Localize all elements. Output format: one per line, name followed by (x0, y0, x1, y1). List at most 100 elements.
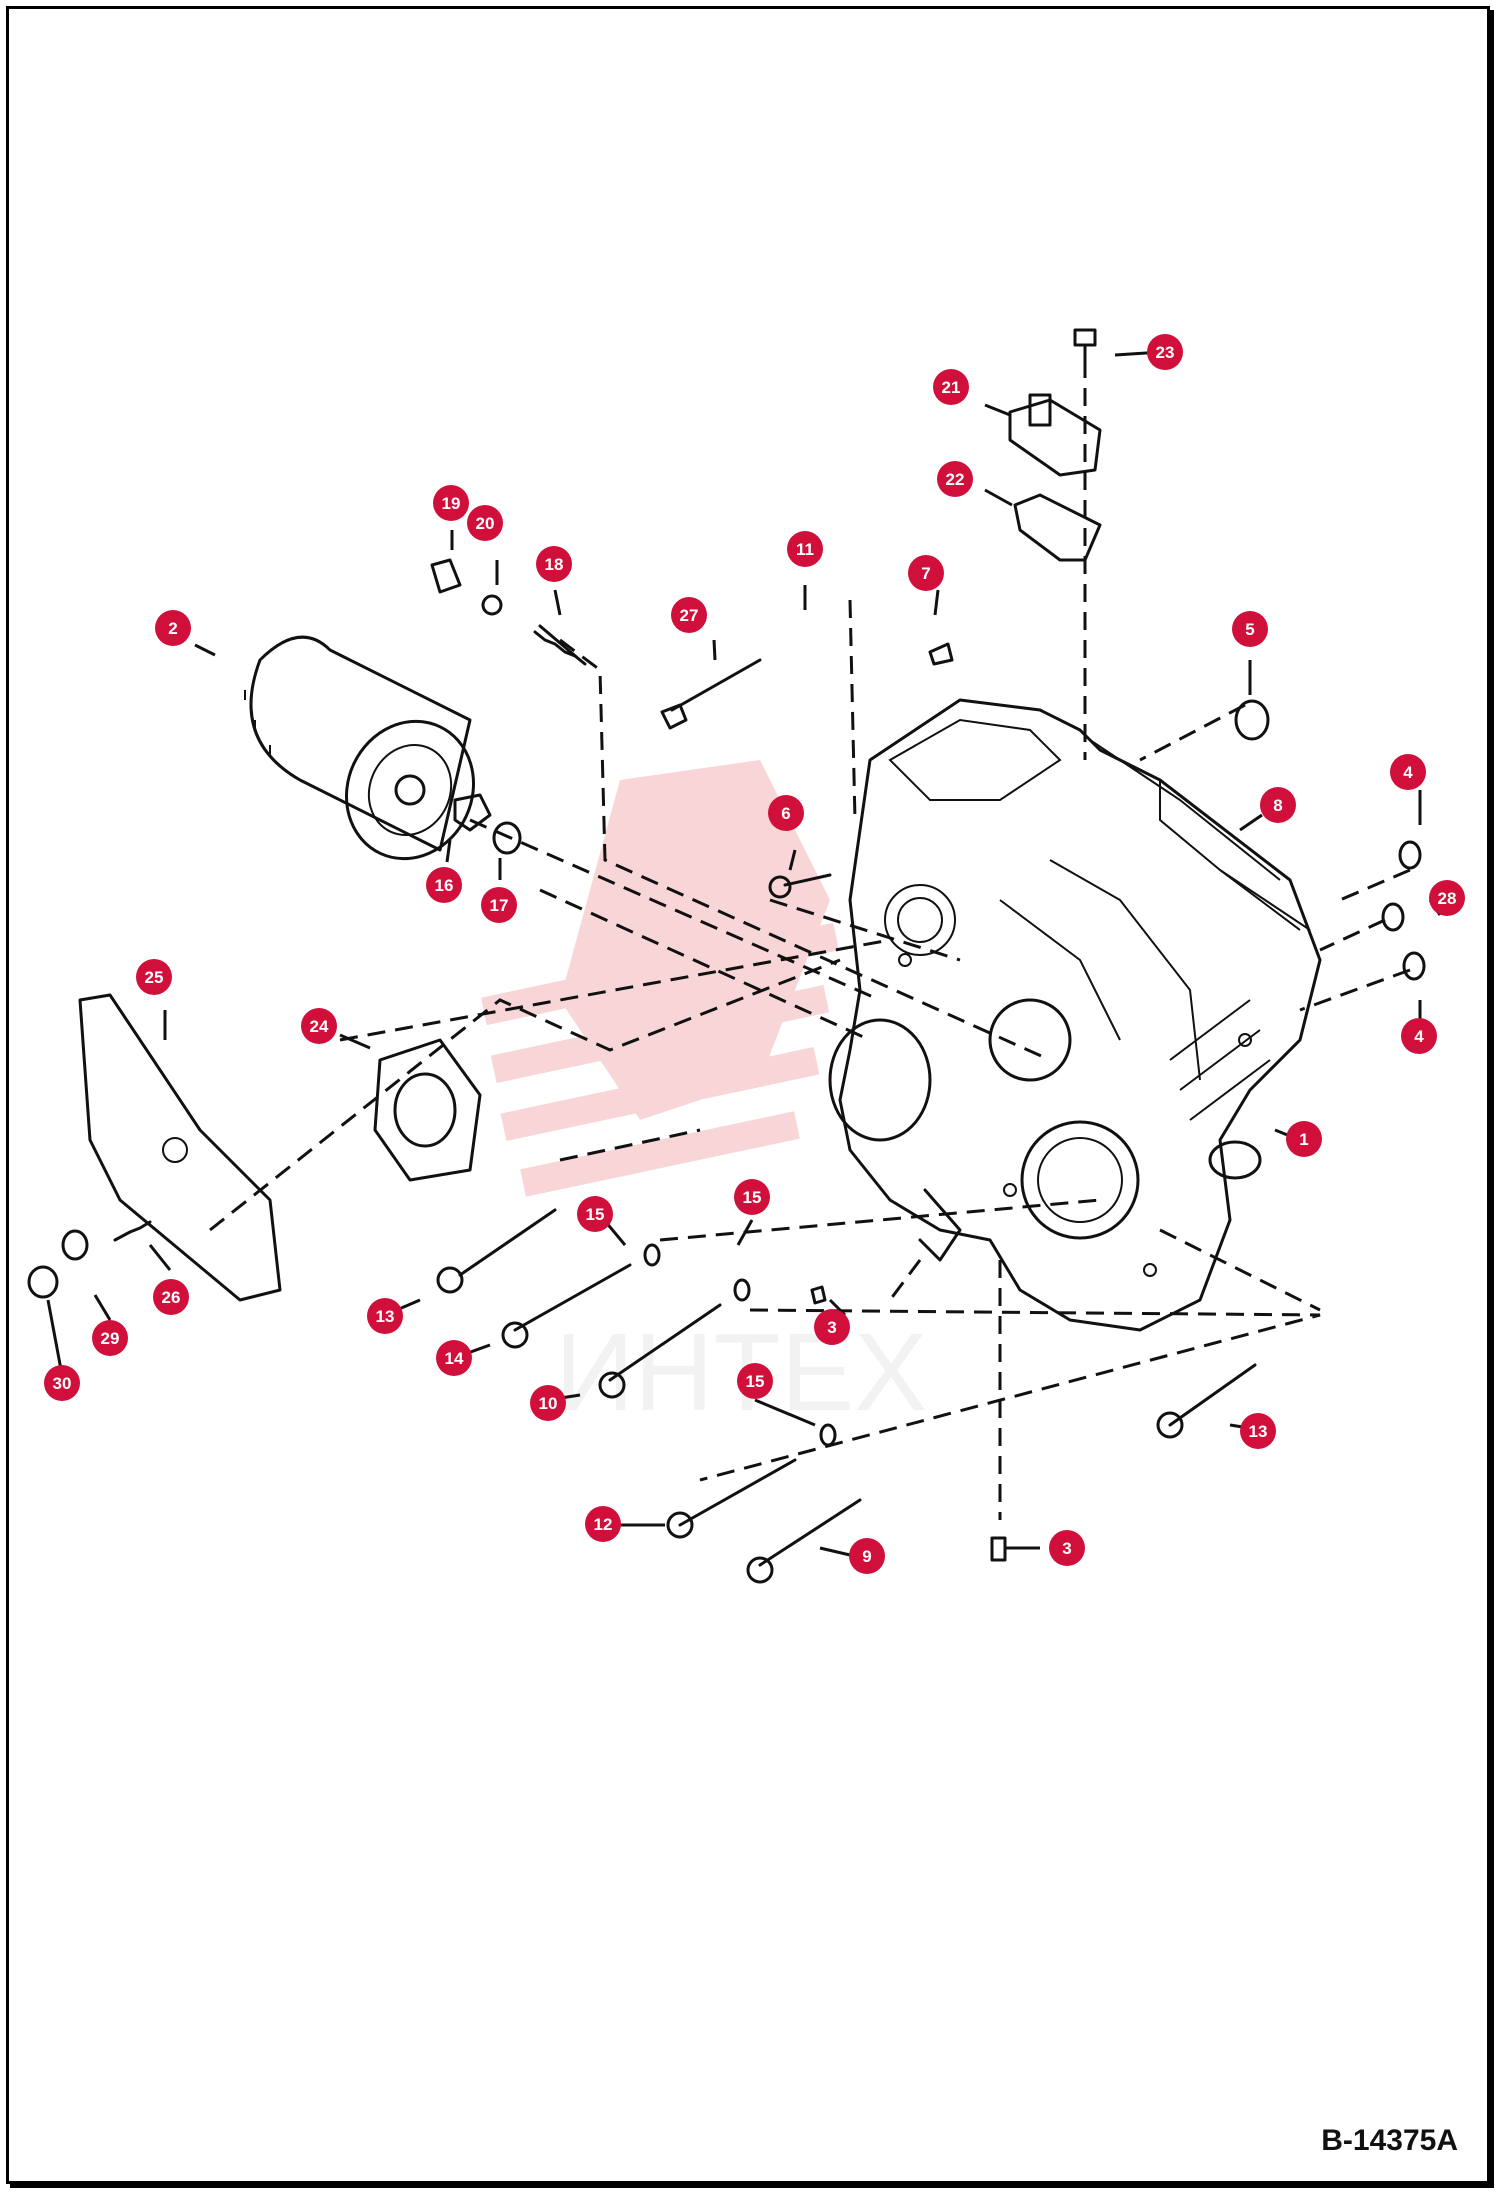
callout-label: 19 (442, 494, 461, 513)
adapter-plate-24 (373, 1038, 482, 1182)
callout-marker[interactable]: 24 (301, 1008, 337, 1044)
callout-marker[interactable]: 12 (585, 1506, 621, 1542)
bolts-9-15 (436, 642, 1257, 1584)
callout-marker[interactable]: 11 (787, 531, 823, 567)
bolt-27 (660, 658, 762, 730)
callout-bubble (908, 555, 944, 591)
callout-label: 27 (680, 606, 699, 625)
callout-marker[interactable]: 20 (467, 505, 503, 541)
callout-label: 16 (435, 876, 454, 895)
gasket-22 (1013, 493, 1102, 562)
bolt-23 (1073, 328, 1097, 372)
callout-bubble (1147, 334, 1183, 370)
callout-bubble (671, 597, 707, 633)
callout-marker[interactable]: 25 (136, 959, 172, 995)
nuts-29-30 (27, 1229, 89, 1299)
fitting-16 (453, 793, 492, 832)
callout-markers: 1 2 3 3 4 4 5 6 7 8 9 10 11 12 13 13 14 … (44, 334, 1465, 1574)
callout-bubble (153, 1279, 189, 1315)
callout-bubble (1240, 1413, 1276, 1449)
callout-label: 4 (1403, 763, 1413, 782)
callout-marker[interactable]: 6 (768, 795, 804, 831)
callout-label: 20 (476, 514, 495, 533)
callout-marker[interactable]: 15 (577, 1196, 613, 1232)
callout-bubble (1286, 1121, 1322, 1157)
callout-marker[interactable]: 3 (814, 1309, 850, 1345)
callout-label: 13 (1249, 1422, 1268, 1441)
callout-marker[interactable]: 30 (44, 1365, 80, 1401)
callout-marker[interactable]: 4 (1401, 1018, 1437, 1054)
oil-filter (244, 635, 476, 861)
callout-label: 18 (545, 555, 564, 574)
callout-label: 9 (862, 1547, 871, 1566)
callout-marker[interactable]: 10 (530, 1385, 566, 1421)
callout-bubble (849, 1538, 885, 1574)
callout-marker[interactable]: 4 (1390, 754, 1426, 790)
callout-marker[interactable]: 8 (1260, 787, 1296, 823)
callout-bubble (737, 1363, 773, 1399)
callout-label: 2 (168, 619, 177, 638)
callout-label: 5 (1245, 620, 1254, 639)
callout-bubble (1232, 611, 1268, 647)
callout-bubble (734, 1179, 770, 1215)
callout-marker[interactable]: 9 (849, 1538, 885, 1574)
callout-marker[interactable]: 16 (426, 867, 462, 903)
callout-marker[interactable]: 29 (92, 1320, 128, 1356)
callout-bubble (481, 887, 517, 923)
callout-label: 4 (1414, 1027, 1424, 1046)
callout-marker[interactable]: 1 (1286, 1121, 1322, 1157)
callout-marker[interactable]: 23 (1147, 334, 1183, 370)
callout-bubble (814, 1309, 850, 1345)
callout-marker[interactable]: 2 (155, 610, 191, 646)
callout-marker[interactable]: 28 (1429, 880, 1465, 916)
callout-bubble (426, 867, 462, 903)
callout-marker[interactable]: 21 (933, 369, 969, 405)
callout-label: 22 (946, 470, 965, 489)
watermark: ИНТЕХ (481, 760, 927, 1434)
callout-marker[interactable]: 26 (153, 1279, 189, 1315)
callout-bubble (367, 1298, 403, 1334)
callout-marker[interactable]: 3 (1049, 1530, 1085, 1566)
callout-bubble (155, 610, 191, 646)
callout-bubble (467, 505, 503, 541)
callout-label: 13 (376, 1307, 395, 1326)
callout-bubble (1429, 880, 1465, 916)
callout-label: 12 (594, 1515, 613, 1534)
callout-label: 11 (796, 540, 814, 559)
callout-bubble (933, 369, 969, 405)
gear-housing (828, 698, 1322, 1332)
drawing-frame (6, 6, 1490, 2184)
callout-marker[interactable]: 22 (937, 461, 973, 497)
callout-marker[interactable]: 7 (908, 555, 944, 591)
callout-marker[interactable]: 27 (671, 597, 707, 633)
callout-marker[interactable]: 15 (737, 1363, 773, 1399)
bracket-25 (78, 993, 282, 1302)
callout-label: 23 (1156, 343, 1175, 362)
callout-label: 26 (162, 1288, 181, 1307)
callout-label: 8 (1273, 796, 1282, 815)
callout-marker[interactable]: 19 (433, 485, 469, 521)
oring-5 (1234, 699, 1270, 741)
callout-bubble (92, 1320, 128, 1356)
callout-bubble (433, 485, 469, 521)
watermark-logo (481, 760, 839, 1197)
spring-26 (113, 1220, 152, 1242)
callout-label: 21 (942, 378, 961, 397)
callout-bubble (768, 795, 804, 831)
callout-label: 29 (101, 1329, 120, 1348)
callout-marker[interactable]: 15 (734, 1179, 770, 1215)
callout-label: 25 (145, 968, 164, 987)
callout-label: 6 (781, 804, 790, 823)
callout-label: 3 (1062, 1539, 1071, 1558)
callout-marker[interactable]: 18 (536, 546, 572, 582)
callout-marker[interactable]: 13 (367, 1298, 403, 1334)
callout-bubble (787, 531, 823, 567)
callout-marker[interactable]: 14 (436, 1340, 472, 1376)
callout-marker[interactable]: 13 (1240, 1413, 1276, 1449)
callout-label: 15 (746, 1372, 765, 1391)
callout-label: 14 (445, 1349, 464, 1368)
callout-marker[interactable]: 17 (481, 887, 517, 923)
callout-marker[interactable]: 5 (1232, 611, 1268, 647)
plug-19 (430, 558, 462, 594)
oring-17 (492, 821, 522, 855)
